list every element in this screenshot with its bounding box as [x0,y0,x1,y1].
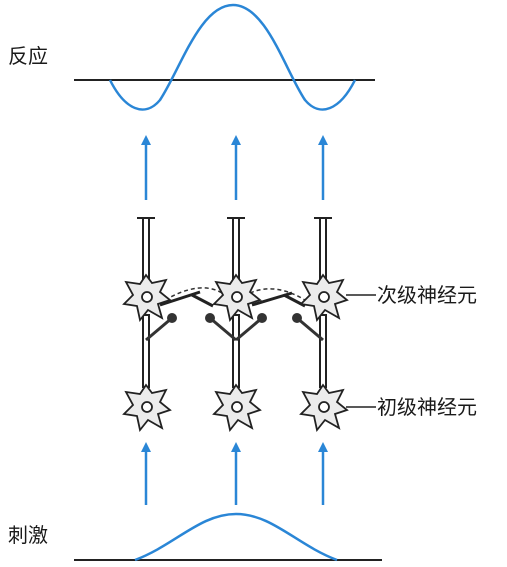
primary-neurons [122,383,349,433]
secondary-neuron-label: 次级神经元 [377,283,477,307]
response-arrows [141,135,328,200]
stimulus-label: 刺激 [8,523,48,547]
primary-axons [142,314,327,388]
response-label: 反应 [8,44,48,68]
primary-neuron-label: 初级神经元 [377,395,477,419]
synapse-dots [167,313,302,323]
secondary-axons [137,217,332,281]
stimulus-curve [134,512,338,562]
stimulus-arrows [141,442,328,505]
response-curve [108,3,357,111]
cross-connections [145,316,324,342]
secondary-neurons [122,273,349,323]
